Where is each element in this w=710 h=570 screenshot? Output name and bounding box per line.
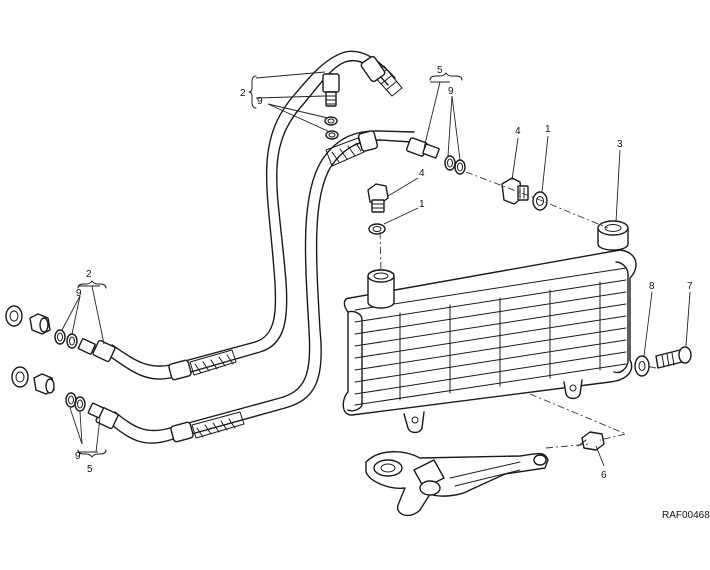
pipe-collar-1 [168, 359, 192, 381]
o-ring-top-2 [325, 130, 339, 140]
o-ring-left-upper-2 [66, 333, 78, 349]
braided-sleeve-lower-left [191, 411, 245, 439]
callout-4-lower: 4 [419, 168, 425, 179]
o-ring-top-right-2 [454, 159, 466, 175]
union-fitting-lower [367, 183, 389, 213]
callout-4-upper: 4 [515, 126, 521, 137]
callout-9-top: 9 [257, 96, 263, 107]
callout-1-lower: 1 [419, 199, 425, 210]
cooler-fins [354, 267, 627, 406]
callout-2-top: 2 [240, 88, 246, 99]
sealing-washer-upper [532, 191, 548, 211]
cooler-mounting-bracket [365, 451, 549, 517]
callout-8: 8 [649, 281, 655, 292]
o-ring-left-upper-1 [54, 329, 66, 345]
callout-6: 6 [601, 470, 607, 481]
pipe-end-fitting-left-upper [77, 338, 116, 363]
callout-brackets [77, 72, 463, 458]
oil-cooler-radiator [342, 220, 637, 434]
banjo-bolt-left-lower [11, 366, 55, 395]
pipe-collar-2 [170, 421, 194, 443]
mounting-screw-right [655, 346, 692, 369]
mounting-screw-lower [577, 431, 605, 451]
callout-2-left: 2 [86, 269, 92, 280]
banjo-bolt-left-upper [5, 305, 51, 335]
braided-sleeve-top [325, 137, 365, 167]
callout-7: 7 [687, 281, 693, 292]
assembly-centerlines [379, 171, 657, 449]
callout-9-left-lower: 9 [75, 451, 81, 462]
sealing-washer-lower [368, 223, 386, 235]
callout-9-top-right: 9 [448, 86, 454, 97]
pipe-collar-4 [360, 55, 386, 83]
o-ring-top-1 [324, 116, 338, 126]
pipe-collar-3 [357, 130, 379, 152]
union-fitting-upper [501, 177, 529, 205]
spacer-washer [634, 355, 650, 377]
pipe-end-fitting-left-lower [87, 402, 119, 430]
pipe-end-fitting-top-right [406, 137, 440, 159]
drawing-reference-code: RAF00468 [662, 510, 710, 521]
o-ring-top-right-1 [444, 155, 456, 171]
callout-leaders [61, 71, 691, 467]
callout-1-upper: 1 [545, 124, 551, 135]
callout-5-top: 5 [437, 65, 443, 76]
oil-pipe-lower [111, 130, 415, 444]
callout-3: 3 [617, 139, 623, 150]
o-ring-left-lower-2 [74, 396, 86, 412]
callout-9-left: 9 [76, 288, 82, 299]
pipe-end-fitting-top-left [322, 73, 340, 107]
callout-5-left: 5 [87, 464, 93, 475]
braided-sleeve-upper-left [189, 349, 237, 376]
